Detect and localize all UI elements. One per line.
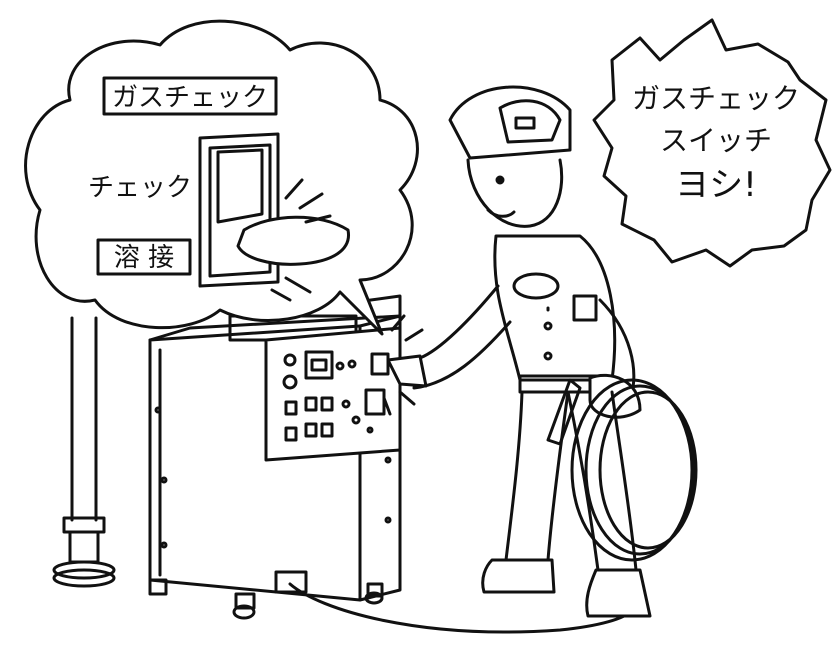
gas-check-label-box — [102, 76, 278, 116]
hose-coil — [570, 378, 698, 562]
thought-label-bottom: 溶 接 — [114, 243, 174, 273]
welding-label-box — [96, 238, 192, 276]
welding-machine — [148, 294, 402, 620]
speech-burst — [592, 18, 832, 268]
speech-line-1: ガスチェック — [632, 82, 800, 115]
speech-line-2: スイッチ — [660, 124, 772, 157]
thought-label-top: ガスチェック — [112, 83, 268, 113]
worker — [386, 85, 652, 618]
thought-label-middle: チェック — [88, 173, 192, 203]
gas-check-switch[interactable] — [370, 352, 390, 376]
pole-stand — [52, 316, 116, 588]
speech-line-3: ヨシ! — [675, 165, 757, 205]
pressing-finger — [236, 215, 350, 266]
